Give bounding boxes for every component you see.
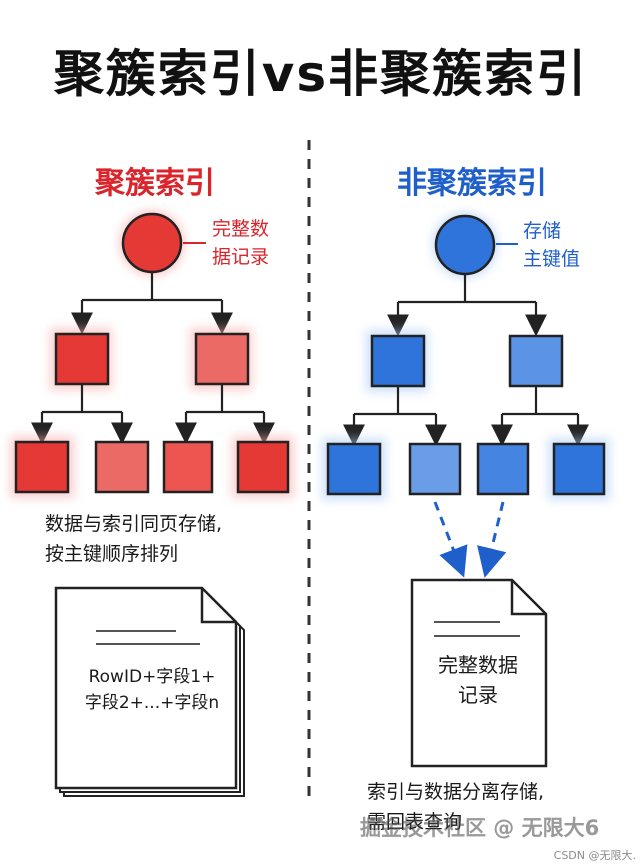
left-caption-line-2: 按主键顺序排列 <box>45 543 179 565</box>
right-document-text: 完整数据 记录 <box>416 650 540 710</box>
right-heading: 非聚簇索引 <box>397 166 547 201</box>
right-root-note-line-2: 主键值 <box>523 248 581 270</box>
right-doc-line-2: 记录 <box>458 683 498 707</box>
left-document-text: RowID+字段1+ 字段2+...+字段n <box>72 664 232 716</box>
right-root-node <box>434 214 496 276</box>
left-caption-line-1: 数据与索引同页存储, <box>45 513 223 535</box>
left-root-note-line-1: 完整数 <box>212 218 270 240</box>
left-leaf-node-3 <box>162 440 214 494</box>
right-leaf-node-2 <box>408 442 462 496</box>
left-doc-line-2: 字段2+...+字段n <box>84 693 220 713</box>
left-doc-line-1: RowID+字段1+ <box>88 667 216 687</box>
left-root-note: 完整数 据记录 <box>212 215 269 271</box>
left-document-icon <box>54 586 245 797</box>
left-level1-node-a <box>54 332 110 386</box>
right-caption-line-1: 索引与数据分离存储, <box>367 781 545 803</box>
right-root-note: 存储 主键值 <box>523 217 580 273</box>
right-tree <box>322 213 610 500</box>
csdn-watermark: CSDN @无限大. <box>553 849 636 862</box>
right-leaf-node-1 <box>326 442 382 496</box>
left-root-note-line-2: 据记录 <box>212 246 270 268</box>
right-leaf-node-4 <box>552 442 606 496</box>
left-tree <box>10 211 294 498</box>
left-level1-node-b <box>194 332 250 386</box>
page-title: 聚簇索引vs非聚簇索引 <box>53 45 589 103</box>
right-leaf-node-3 <box>476 442 530 496</box>
left-caption: 数据与索引同页存储, 按主键顺序排列 <box>45 509 325 569</box>
right-level1-node-b <box>508 334 564 388</box>
right-level1-node-a <box>370 334 426 388</box>
left-leaf-node-1 <box>14 440 70 494</box>
right-caption-line-2: 需回表查询 <box>367 811 463 833</box>
left-root-node <box>121 212 183 274</box>
right-caption: 索引与数据分离存储, 需回表查询 <box>367 777 627 837</box>
right-document-icon <box>410 578 548 768</box>
left-leaf-node-4 <box>236 440 290 494</box>
right-doc-line-1: 完整数据 <box>438 653 518 677</box>
right-root-note-line-1: 存储 <box>523 220 562 242</box>
left-leaf-node-2 <box>94 440 150 494</box>
left-heading: 聚簇索引 <box>95 166 215 201</box>
watermark: 掘金技术社区 @ 无限大6 <box>360 816 600 840</box>
lookup-arrows <box>433 501 507 578</box>
